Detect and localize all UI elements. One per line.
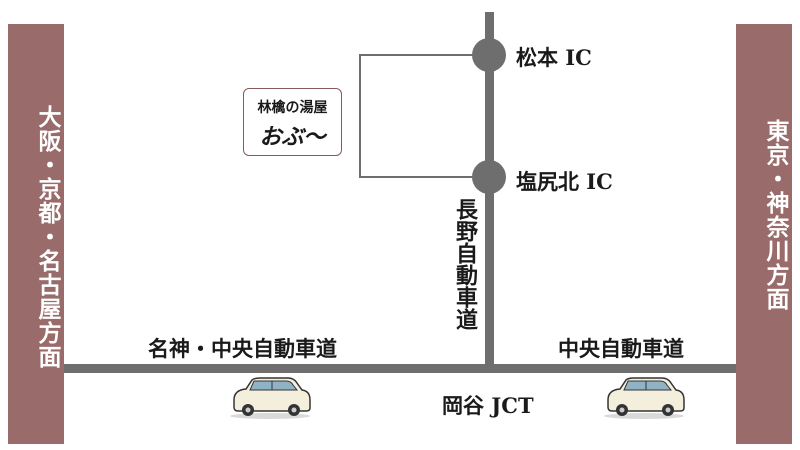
access-route	[359, 54, 489, 178]
right-direction-panel	[736, 24, 792, 444]
nagano-expressway-label: 長野自動車道	[452, 198, 478, 330]
destination-box[interactable]: 林檎の湯屋 おぶ〜	[243, 88, 342, 156]
car-icon	[230, 377, 311, 419]
meishin-chuo-road-label: 名神・中央自動車道	[148, 336, 337, 361]
destination-name-line1: 林檎の湯屋	[257, 100, 328, 116]
shiojiri-kita-ic-marker	[472, 160, 506, 194]
left-direction-panel	[8, 24, 64, 444]
car-icon	[604, 377, 685, 419]
destination-name-line2: おぶ〜	[259, 124, 326, 150]
matsumoto-ic-marker	[472, 38, 506, 72]
left-direction-label: 大阪・京都・名古屋方面	[34, 105, 61, 369]
chuo-road-label: 中央自動車道	[558, 336, 684, 361]
okaya-jct-label: 岡谷 JCT	[442, 393, 534, 418]
matsumoto-ic-label: 松本 IC	[516, 45, 592, 70]
main-highway-road	[64, 364, 736, 373]
shiojiri-kita-ic-label: 塩尻北 IC	[516, 169, 613, 194]
right-direction-label: 東京・神奈川方面	[762, 119, 789, 311]
